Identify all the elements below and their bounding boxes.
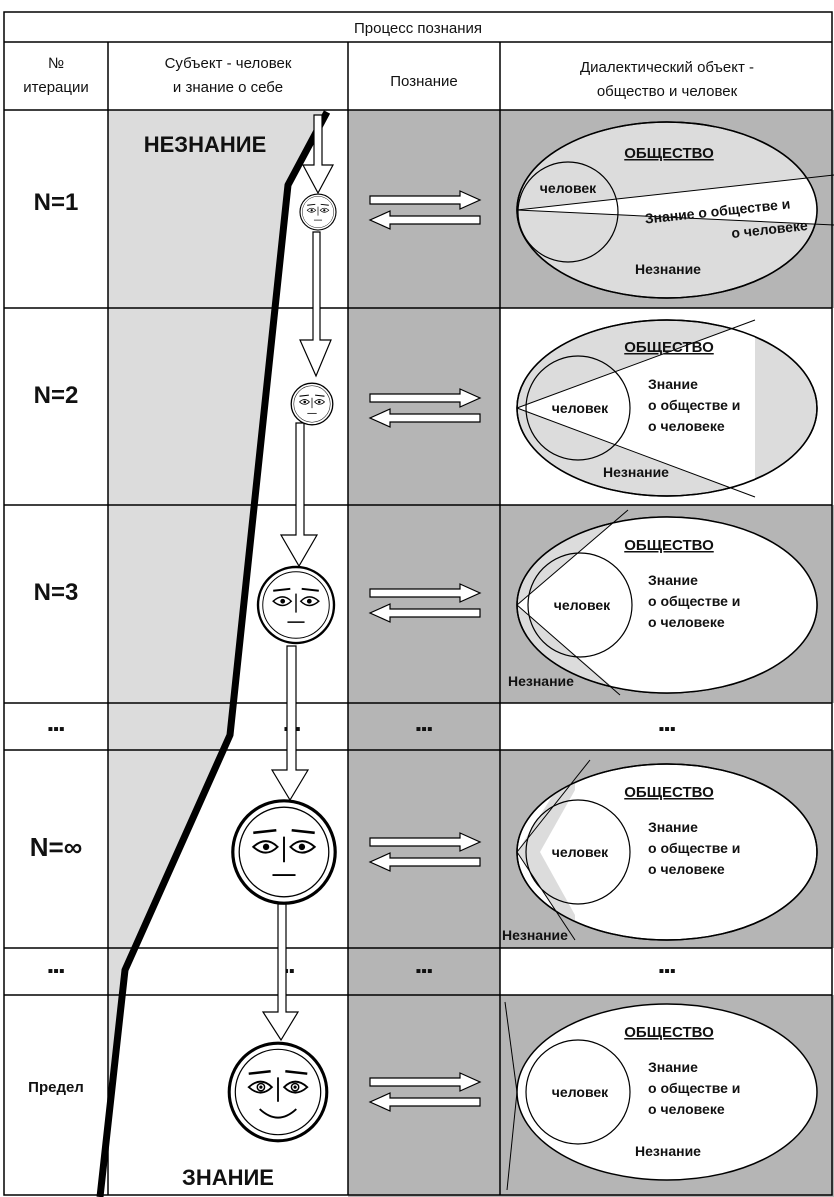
knowledge-label-line2: о обществе и	[648, 1080, 740, 1096]
ignorance-label: Незнание	[635, 1143, 701, 1159]
face-icon	[231, 799, 337, 905]
table-header: Процесс познания № итерации Субъект - че…	[23, 20, 754, 100]
knowledge-label-line2: о обществе и	[648, 593, 740, 609]
down-arrow-icon	[301, 114, 335, 195]
face-icon	[299, 193, 337, 231]
header-cognition: Познание	[390, 73, 457, 90]
ellipsis-cognition-1: ▪▪▪	[415, 721, 432, 738]
ignorance-label: Незнание	[502, 927, 568, 943]
society-label: ОБЩЕСТВО	[624, 339, 714, 356]
row-label-n3: N=3	[34, 579, 79, 606]
person-label: человек	[552, 400, 609, 416]
ellipsis-object-1: ▪▪▪	[658, 721, 675, 738]
header-title: Процесс познания	[354, 20, 482, 37]
person-label: человек	[552, 1084, 609, 1100]
row-label-limit: Предел	[28, 1079, 84, 1096]
object-diagram-n2: ОБЩЕСТВО человек Знание о обществе и о ч…	[516, 319, 818, 498]
knowledge-label-line1: Знание	[648, 1059, 698, 1075]
face-icon	[256, 565, 336, 645]
object-diagram-n1: ОБЩЕСТВО человек Знание о обществе и о ч…	[516, 121, 834, 299]
table-grid	[3, 11, 833, 1196]
ignorance-label: Незнание	[603, 464, 669, 480]
person-label: человек	[554, 597, 611, 613]
knowledge-label-line2: о обществе и	[648, 397, 740, 413]
person-label: человек	[552, 844, 609, 860]
down-arrow-icon	[270, 645, 310, 802]
exchange-arrows-icon	[368, 832, 482, 872]
cognition-col-shade	[348, 110, 500, 1197]
down-arrow-icon	[299, 231, 332, 378]
ellipsis-cognition-2: ▪▪▪	[415, 963, 432, 980]
row-label-n1: N=1	[34, 189, 79, 216]
face-icon	[290, 382, 334, 426]
society-label: ОБЩЕСТВО	[624, 537, 714, 554]
knowledge-label-line3: о человеке	[648, 614, 725, 630]
header-iteration-line1: №	[48, 55, 64, 72]
object-diagram-n-infinity: ОБЩЕСТВО человек Знание о обществе и о ч…	[502, 759, 818, 943]
down-arrow-icon	[279, 422, 319, 568]
society-label: ОБЩЕСТВО	[624, 1024, 714, 1041]
header-object-line1: Диалектический объект -	[580, 59, 754, 76]
object-diagram-limit: ОБЩЕСТВО человек Знание о обществе и о ч…	[504, 1001, 818, 1191]
knowledge-label-line1: Знание	[648, 376, 698, 392]
exchange-arrows-icon	[368, 1072, 482, 1112]
knowledge-label-line3: о человеке	[648, 418, 725, 434]
down-arrow-icon	[261, 903, 300, 1042]
cognition-arrows	[368, 190, 482, 1112]
exchange-arrows-icon	[368, 583, 482, 623]
exchange-arrows-icon	[368, 388, 482, 428]
exchange-arrows-icon	[368, 190, 482, 230]
row-label-ellipsis-2: ▪▪▪	[47, 963, 64, 980]
subject-knowledge-label: ЗНАНИЕ	[182, 1165, 274, 1190]
object-diagram-n3: ОБЩЕСТВО человек Знание о обществе и о ч…	[508, 509, 818, 696]
subject-ignorance-label: НЕЗНАНИЕ	[144, 132, 267, 157]
ignorance-label: Незнание	[635, 261, 701, 277]
ellipsis-object-2: ▪▪▪	[658, 963, 675, 980]
knowledge-label-line2: о человеке	[731, 217, 809, 241]
knowledge-label-line3: о человеке	[648, 1101, 725, 1117]
knowledge-label-line1: Знание	[648, 572, 698, 588]
knowledge-boundary-line	[96, 110, 331, 1197]
header-object-line2: общество и человек	[597, 83, 738, 100]
knowledge-label-line3: о человеке	[648, 861, 725, 877]
society-label: ОБЩЕСТВО	[624, 784, 714, 801]
header-subject-line2: и знание о себе	[173, 79, 283, 96]
society-label: ОБЩЕСТВО	[624, 145, 714, 162]
row-label-n2: N=2	[34, 382, 79, 409]
person-label: человек	[540, 180, 597, 196]
row-label-n-infinity: N=∞	[30, 832, 83, 862]
growth-arrows	[261, 114, 335, 1042]
header-iteration-line2: итерации	[23, 79, 88, 96]
row-labels: N=1 N=2 N=3 ▪▪▪ N=∞ ▪▪▪ Предел	[28, 189, 84, 1096]
row-label-ellipsis-1: ▪▪▪	[47, 721, 64, 738]
face-smiling-icon	[227, 1041, 329, 1143]
knowledge-label-line1: Знание	[648, 819, 698, 835]
knowledge-label-line2: о обществе и	[648, 840, 740, 856]
header-subject-line1: Субъект - человек	[165, 55, 292, 72]
ignorance-label: Незнание	[508, 673, 574, 689]
